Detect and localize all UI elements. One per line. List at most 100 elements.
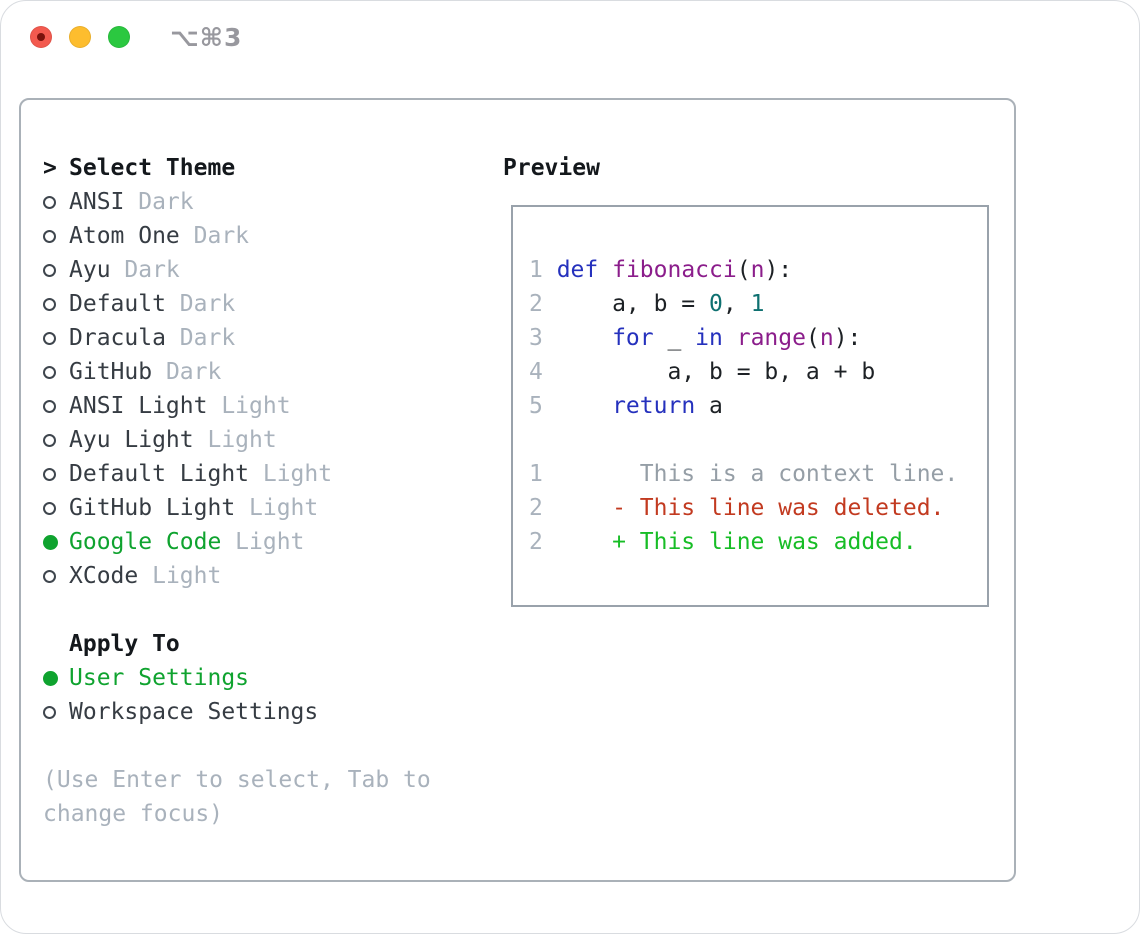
theme-variant-badge: Dark bbox=[124, 257, 180, 283]
spacer bbox=[43, 593, 431, 627]
theme-variant-badge: Light bbox=[221, 393, 291, 419]
preview-line: 4 a, b = b, a + b bbox=[529, 355, 987, 389]
code-segment-pln: ( bbox=[736, 257, 751, 283]
option-label: Google Code bbox=[69, 529, 222, 555]
option-label: ANSI bbox=[69, 189, 125, 215]
line-number: 5 bbox=[529, 393, 543, 419]
code-segment-pln: ( bbox=[805, 325, 820, 351]
option-label: XCode bbox=[69, 563, 139, 589]
option-label: Default Light bbox=[69, 461, 250, 487]
line-number: 1 bbox=[529, 257, 543, 283]
preview-line: 2 a, b = 0, 1 bbox=[529, 287, 987, 321]
radio-icon bbox=[43, 569, 69, 583]
code-segment-pln: , bbox=[722, 291, 751, 317]
preview-line: 3 for _ in range(n): bbox=[529, 321, 987, 355]
theme-variant-badge: Light bbox=[235, 529, 305, 555]
code-segment-del: - This line was deleted. bbox=[556, 495, 945, 521]
option-label: Atom One bbox=[69, 223, 180, 249]
minimize-button[interactable] bbox=[69, 26, 91, 48]
radio-icon bbox=[43, 705, 69, 719]
code-segment-fn: fibonacci bbox=[612, 257, 737, 283]
radio-icon bbox=[43, 195, 69, 209]
close-button[interactable] bbox=[30, 26, 52, 48]
radio-icon bbox=[43, 297, 69, 311]
code-segment-pln bbox=[723, 325, 737, 351]
code-segment-num: 0 bbox=[709, 291, 723, 317]
preview-title: Preview bbox=[503, 155, 600, 181]
theme-variant-badge: Dark bbox=[138, 189, 194, 215]
apply-option-user-settings[interactable]: User Settings bbox=[43, 661, 431, 695]
help-text-line-2: change focus) bbox=[43, 801, 224, 827]
theme-option-atom-one[interactable]: Atom One Dark bbox=[43, 219, 431, 253]
theme-option-google-code[interactable]: Google Code Light bbox=[43, 525, 431, 559]
radio-icon bbox=[43, 399, 69, 413]
theme-option-dracula[interactable]: Dracula Dark bbox=[43, 321, 431, 355]
code-segment-ctx: This is a context line. bbox=[556, 461, 959, 487]
code-segment-num: 1 bbox=[750, 291, 765, 317]
code-segment-fn: range bbox=[736, 325, 806, 351]
zoom-button[interactable] bbox=[108, 26, 130, 48]
apply-to-header: Apply To bbox=[43, 627, 431, 661]
theme-variant-badge: Light bbox=[262, 461, 333, 487]
code-segment-pln: a, b = bbox=[556, 291, 710, 317]
radio-icon bbox=[43, 467, 69, 481]
apply-to-title: Apply To bbox=[69, 631, 180, 657]
code-segment-pln: _ bbox=[653, 325, 696, 351]
theme-variant-badge: Dark bbox=[179, 325, 236, 351]
code-segment-pln bbox=[557, 325, 612, 351]
theme-list-title: Select Theme bbox=[69, 155, 236, 181]
theme-option-github[interactable]: GitHub Dark bbox=[43, 355, 431, 389]
theme-option-default-light[interactable]: Default Light Light bbox=[43, 457, 431, 491]
option-label: Dracula bbox=[69, 325, 166, 351]
preview-line: 5 return a bbox=[529, 389, 987, 423]
code-segment-kw: in bbox=[695, 325, 723, 351]
theme-variant-badge: Dark bbox=[165, 359, 222, 385]
line-number: 2 bbox=[529, 291, 543, 317]
radio-selected-icon bbox=[43, 534, 69, 550]
line-number: 1 bbox=[529, 461, 543, 487]
code-segment-pln: ): bbox=[764, 257, 793, 283]
theme-variant-badge: Light bbox=[207, 427, 277, 453]
preview-line: 2 - This line was deleted. bbox=[529, 491, 987, 525]
line-number: 2 bbox=[529, 529, 543, 555]
code-segment-kw: def bbox=[556, 257, 599, 283]
option-label: Workspace Settings bbox=[69, 699, 319, 725]
theme-variant-badge: Dark bbox=[193, 223, 250, 249]
preview-line bbox=[529, 423, 987, 457]
theme-variant-badge: Light bbox=[249, 495, 319, 521]
theme-option-default[interactable]: Default Dark bbox=[43, 287, 431, 321]
preview-line: 2 + This line was added. bbox=[529, 525, 987, 559]
radio-icon bbox=[43, 331, 69, 345]
option-label: Ayu Light bbox=[69, 427, 194, 453]
radio-icon bbox=[43, 229, 69, 243]
cursor-icon: > bbox=[43, 155, 57, 181]
radio-icon bbox=[43, 433, 69, 447]
apply-option-workspace-settings[interactable]: Workspace Settings bbox=[43, 695, 431, 729]
line-number: 2 bbox=[529, 495, 543, 521]
code-segment-pln bbox=[598, 257, 612, 283]
theme-variant-badge: Light bbox=[152, 563, 222, 589]
theme-variant-badge: Dark bbox=[179, 291, 236, 317]
theme-list-header: > Select Theme bbox=[43, 151, 431, 185]
title-bar: ⌥⌘3 bbox=[1, 1, 1139, 73]
theme-option-ayu-light[interactable]: Ayu Light Light bbox=[43, 423, 431, 457]
help-text-line-1: (Use Enter to select, Tab to bbox=[43, 767, 431, 793]
theme-option-ansi[interactable]: ANSI Dark bbox=[43, 185, 431, 219]
line-number: 4 bbox=[529, 359, 543, 385]
option-label: GitHub bbox=[69, 359, 153, 385]
code-segment-add: + This line was added. bbox=[556, 529, 917, 555]
code-segment-kw: return bbox=[612, 393, 696, 419]
theme-option-xcode[interactable]: XCode Light bbox=[43, 559, 431, 593]
option-label: Default bbox=[69, 291, 166, 317]
line-number: 3 bbox=[529, 325, 543, 351]
code-segment-kw: for bbox=[612, 325, 654, 351]
